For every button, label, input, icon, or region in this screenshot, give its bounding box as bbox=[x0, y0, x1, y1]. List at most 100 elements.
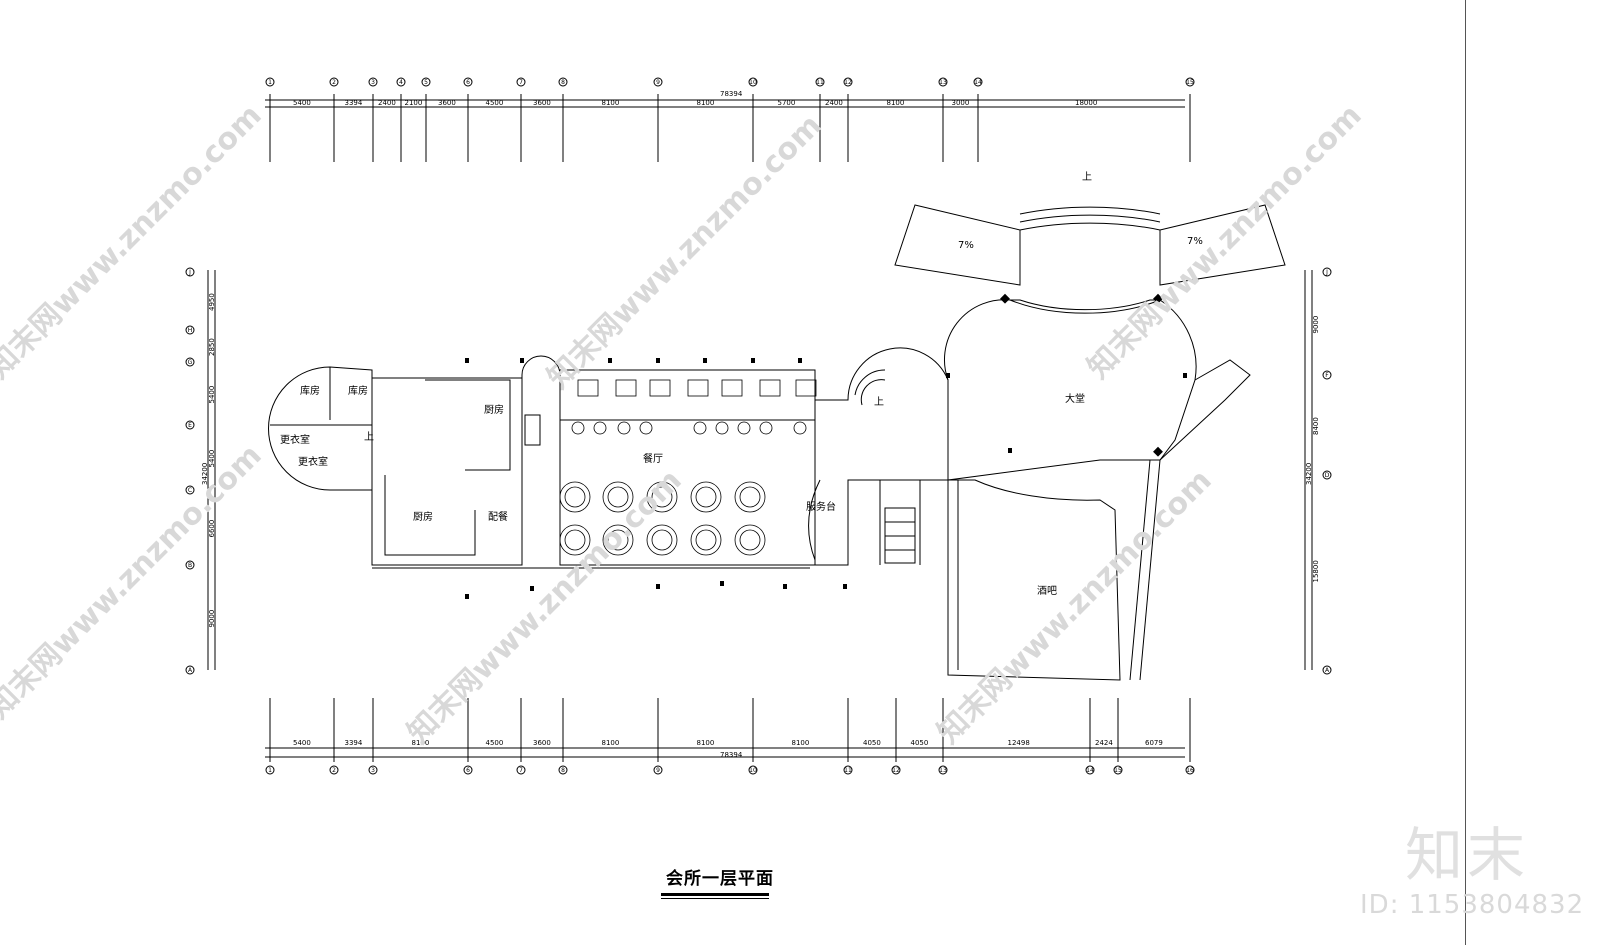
axis-bubble-bottom bbox=[1185, 765, 1195, 775]
axis-label-right: D bbox=[1325, 472, 1330, 479]
axis-label-top: 2 bbox=[332, 79, 336, 86]
round-table-chairs bbox=[734, 524, 766, 556]
axis-bubble-top bbox=[653, 77, 663, 87]
axis-label-top: 14 bbox=[974, 79, 982, 86]
right-dimension-value: 8400 bbox=[1312, 417, 1320, 435]
axis-label-right: A bbox=[1325, 667, 1330, 674]
top-dimension-value: 8100 bbox=[697, 99, 715, 107]
axis-bubble-top bbox=[463, 77, 473, 87]
structural-column bbox=[1153, 293, 1163, 304]
axis-label-bottom: 9 bbox=[656, 767, 660, 774]
structural-column bbox=[1183, 373, 1187, 378]
bottom-dimension-value: 12498 bbox=[1008, 739, 1030, 747]
watermark-group: 知末网www.znzmo.com 知末网www.znzmo.com 知末网www… bbox=[0, 98, 1369, 751]
round-table bbox=[651, 486, 673, 508]
top-dimension-value: 8100 bbox=[602, 99, 620, 107]
bottom-dimension-value: 8100 bbox=[602, 739, 620, 747]
round-table-chairs bbox=[602, 481, 634, 513]
round-table bbox=[607, 529, 629, 551]
axis-bubble-bottom bbox=[843, 765, 853, 775]
ramp-slope-left: 7% bbox=[958, 240, 974, 251]
dining-table-rect bbox=[649, 379, 671, 397]
structural-column bbox=[520, 358, 524, 363]
round-table-chairs bbox=[602, 524, 634, 556]
axis-label-bottom: 15 bbox=[1114, 767, 1122, 774]
asset-id-watermark: ID: 1153804832 bbox=[1360, 890, 1585, 920]
structural-column bbox=[843, 584, 847, 589]
axis-label-bottom: 3 bbox=[371, 767, 375, 774]
bottom-dimension-value: 8100 bbox=[792, 739, 810, 747]
top-dimension-value: 8100 bbox=[887, 99, 905, 107]
axis-bubble-left bbox=[185, 325, 195, 335]
bottom-dimension-value: 4050 bbox=[911, 739, 929, 747]
top-dimension-value: 5400 bbox=[293, 99, 311, 107]
axis-label-top: 10 bbox=[749, 79, 757, 86]
axis-label-left: B bbox=[188, 562, 192, 569]
axis-label-bottom: 13 bbox=[939, 767, 947, 774]
room-label-pantry: 配餐 bbox=[488, 510, 508, 523]
axis-label-top: 7 bbox=[519, 79, 523, 86]
axis-label-top: 8 bbox=[561, 79, 565, 86]
round-table bbox=[695, 486, 717, 508]
dining-table-small bbox=[639, 421, 653, 435]
bottom-dimension-value: 3600 bbox=[533, 739, 551, 747]
axis-bubble-top bbox=[421, 77, 431, 87]
top-dimension-value: 2100 bbox=[405, 99, 423, 107]
room-label-dining: 餐厅 bbox=[643, 452, 663, 465]
axis-bubble-bottom bbox=[748, 765, 758, 775]
left-dimension-value: 5400 bbox=[208, 450, 216, 468]
axis-label-top: 11 bbox=[816, 79, 824, 86]
top-dimension-value: 3600 bbox=[533, 99, 551, 107]
axis-bubble-left bbox=[185, 485, 195, 495]
structural-column bbox=[465, 358, 469, 363]
structural-column bbox=[465, 594, 469, 599]
axis-label-top: 9 bbox=[656, 79, 660, 86]
round-table bbox=[607, 486, 629, 508]
bottom-dimension-value: 6079 bbox=[1145, 739, 1163, 747]
axis-bubble-top bbox=[396, 77, 406, 87]
axis-bubble-left bbox=[185, 267, 195, 277]
axis-label-top: 13 bbox=[939, 79, 947, 86]
axis-bubble-right bbox=[1322, 665, 1332, 675]
bottom-dimension-value: 4500 bbox=[486, 739, 504, 747]
axis-bubble-top bbox=[938, 77, 948, 87]
structural-column bbox=[608, 358, 612, 363]
room-label-bar: 酒吧 bbox=[1037, 585, 1057, 597]
axis-label-right: F bbox=[1325, 372, 1329, 379]
round-table-chairs bbox=[559, 524, 591, 556]
axis-bubble-bottom bbox=[329, 765, 339, 775]
axis-bubble-top bbox=[265, 77, 275, 87]
dining-table-small bbox=[793, 421, 807, 435]
watermark-text-3: 知末网www.znzmo.com bbox=[1081, 98, 1369, 386]
axis-label-bottom: 12 bbox=[892, 767, 900, 774]
structural-column bbox=[1153, 446, 1163, 457]
axis-label-left: H bbox=[188, 327, 193, 334]
axis-bubble-left bbox=[185, 665, 195, 675]
round-table-chairs bbox=[646, 524, 678, 556]
bottom-dimension-value: 4050 bbox=[863, 739, 881, 747]
axis-label-bottom: 16 bbox=[1186, 767, 1194, 774]
axis-bubble-top bbox=[1185, 77, 1195, 87]
round-table-chairs bbox=[734, 481, 766, 513]
axis-bubble-bottom bbox=[516, 765, 526, 775]
room-label-storage-2: 库房 bbox=[348, 384, 368, 397]
dining-table-rect bbox=[721, 379, 743, 397]
axis-label-top: 6 bbox=[466, 79, 470, 86]
axis-bubble-right bbox=[1322, 370, 1332, 380]
axis-label-bottom: 7 bbox=[519, 767, 523, 774]
structural-column bbox=[1008, 448, 1012, 453]
axis-label-right: J bbox=[1325, 269, 1328, 276]
dining-table-rect bbox=[795, 379, 817, 397]
round-table-chairs bbox=[559, 481, 591, 513]
round-table-chairs bbox=[690, 524, 722, 556]
dining-table-small bbox=[617, 421, 631, 435]
axis-bubble-top bbox=[558, 77, 568, 87]
axis-bubble-bottom bbox=[1085, 765, 1095, 775]
right-dimension-value: 9000 bbox=[1312, 316, 1320, 334]
dining-table-small bbox=[593, 421, 607, 435]
dining-table-small bbox=[737, 421, 751, 435]
axis-label-left: J bbox=[188, 269, 191, 276]
watermark-text-2: 知末网www.znzmo.com bbox=[541, 108, 829, 396]
structural-column bbox=[798, 358, 802, 363]
